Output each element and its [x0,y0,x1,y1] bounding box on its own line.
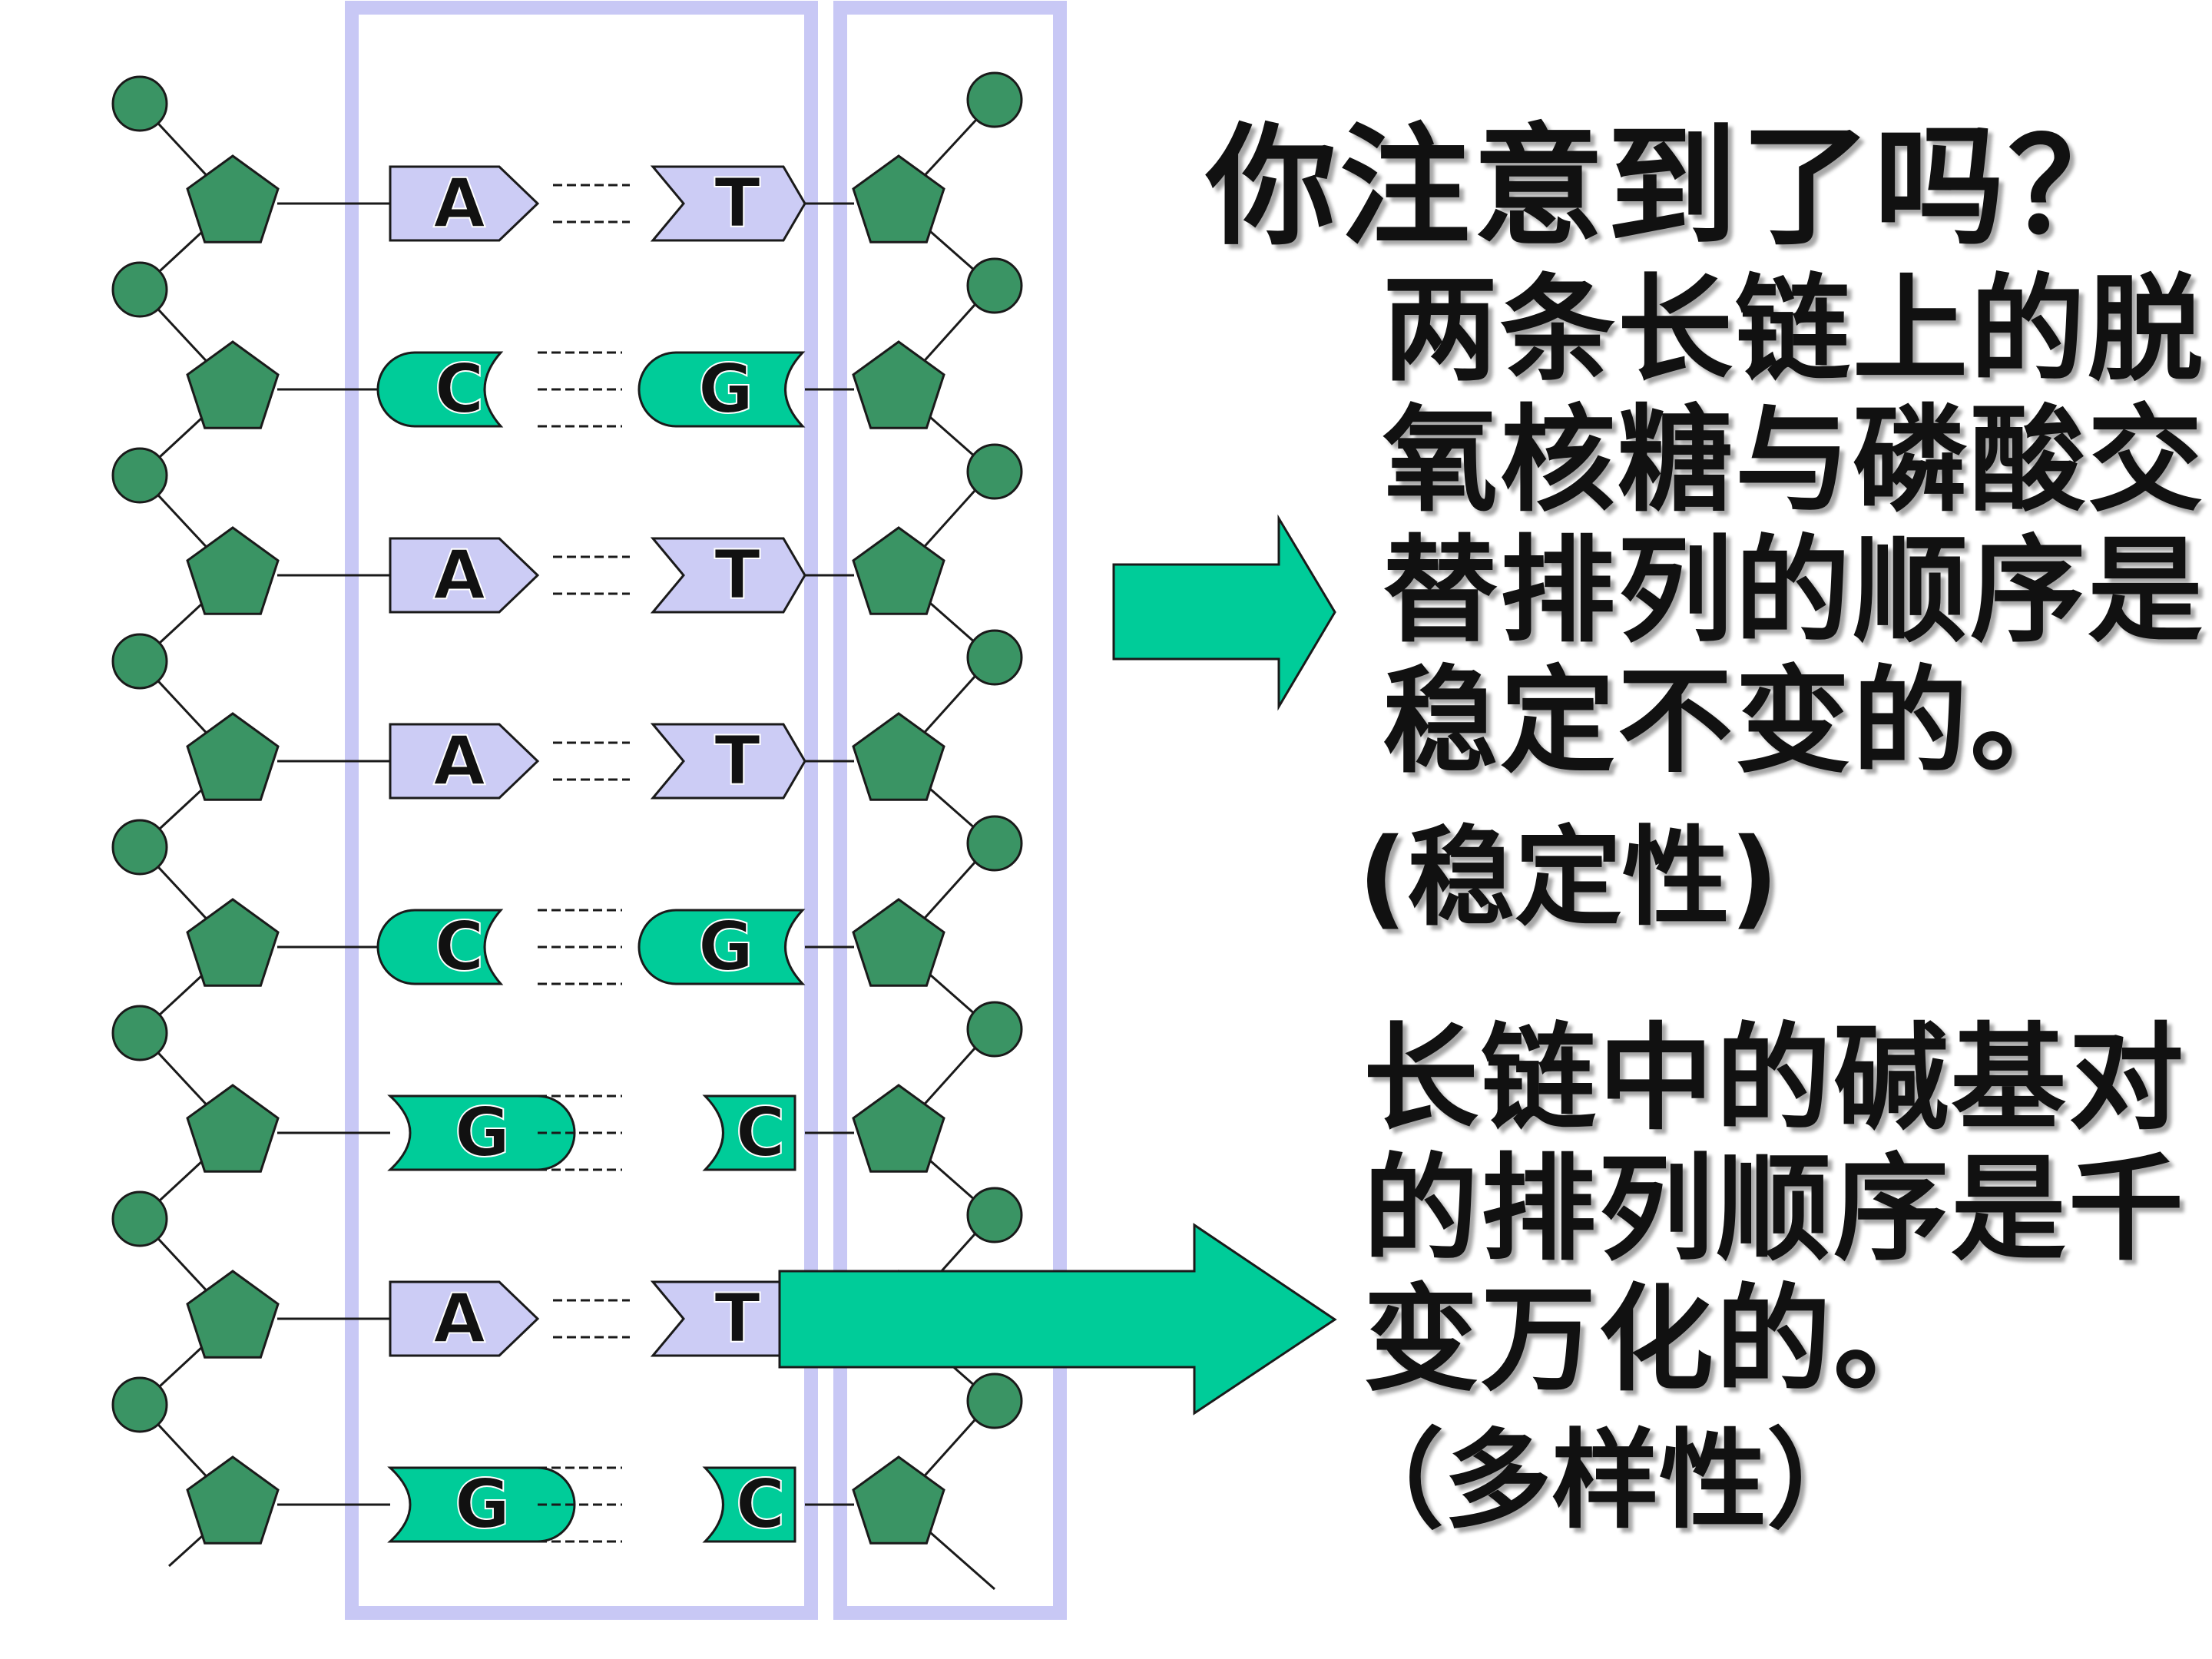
left-strand-frame [345,1,818,1620]
stability-note: (稳定性) [1358,816,1779,941]
right-deoxyribose [852,154,945,243]
right-base-T-label: T [714,164,760,243]
left-phosphate [111,261,168,318]
left-deoxyribose [186,526,280,615]
right-base-T [650,537,806,614]
left-base-C [376,351,504,428]
left-phosphate [111,447,168,504]
left-base-A-label: A [433,721,485,800]
diversity-line-1: 长链中的碱基对 [1363,1012,2187,1146]
diversity-line-3: 变万化的。 [1363,1273,1952,1407]
left-base-G-label: G [455,1465,510,1544]
left-base-A [389,723,540,800]
left-phosphate [111,75,168,132]
page-title: 你注意到了吗？ [1206,111,2142,263]
right-strand-frame [833,1,1067,1620]
diversity-line-2: 的排列顺序是千 [1363,1143,2187,1277]
right-deoxyribose [852,898,945,987]
diversity-description: 长链中的碱基对 的排列顺序是千 变万化的。 [1363,1014,2186,1406]
stability-line-1: 两条长链上的脱 [1382,263,2206,397]
right-deoxyribose [852,1084,945,1173]
left-deoxyribose [186,340,280,429]
left-base-C-label: C [435,907,485,986]
left-base-A-label: A [433,1279,485,1358]
stability-description: 两条长链上的脱 氧核糖与磷酸交 替排列的顺序是 稳定不变的。 [1382,265,2205,787]
left-base-C [376,909,504,985]
left-deoxyribose [186,712,280,801]
right-base-G-label: G [698,349,753,429]
right-phosphate [966,629,1023,686]
right-base-G [637,351,806,428]
left-base-C-label: C [435,349,485,429]
left-base-A [389,537,540,614]
right-deoxyribose [852,340,945,429]
left-phosphate [111,633,168,690]
right-base-T-label: T [714,535,760,614]
stability-line-3: 替排列的顺序是 [1382,525,2206,658]
stability-arrow [1112,514,1336,711]
left-base-A-label: A [433,164,485,243]
diversity-arrow [778,1223,1337,1416]
diversity-note: （多样性） [1336,1419,1875,1544]
left-phosphate [111,1005,168,1061]
stability-line-2: 氧核糖与磷酸交 [1382,394,2206,528]
right-base-G [637,909,806,985]
left-deoxyribose [186,1270,280,1359]
left-base-G [387,1466,576,1543]
left-base-A-label: A [433,535,485,614]
right-base-T [650,723,806,800]
right-phosphate [966,71,1023,128]
right-deoxyribose [852,526,945,615]
right-base-T [650,165,806,242]
left-phosphate [111,1190,168,1247]
left-phosphate [111,1376,168,1433]
right-base-T-label: T [714,1279,760,1358]
right-base-C-label: C [736,1465,786,1544]
left-deoxyribose [186,1084,280,1173]
left-base-G-label: G [455,1093,510,1172]
right-base-C [702,1466,796,1543]
right-deoxyribose [852,1455,945,1545]
right-phosphate [966,1373,1023,1429]
right-phosphate [966,1001,1023,1058]
right-phosphate [966,1187,1023,1243]
right-phosphate [966,815,1023,872]
left-phosphate [111,819,168,876]
stability-line-4: 稳定不变的。 [1382,655,2088,789]
left-deoxyribose [186,898,280,987]
left-deoxyribose [186,154,280,243]
right-base-C [702,1094,796,1171]
right-base-T-label: T [714,721,760,800]
left-base-A [389,1280,540,1357]
left-base-A [389,165,540,242]
left-base-G [387,1094,576,1171]
right-deoxyribose [852,712,945,801]
left-deoxyribose [186,1455,280,1545]
right-phosphate [966,257,1023,314]
right-base-C-label: C [736,1093,786,1172]
right-base-G-label: G [698,907,753,986]
right-phosphate [966,443,1023,500]
